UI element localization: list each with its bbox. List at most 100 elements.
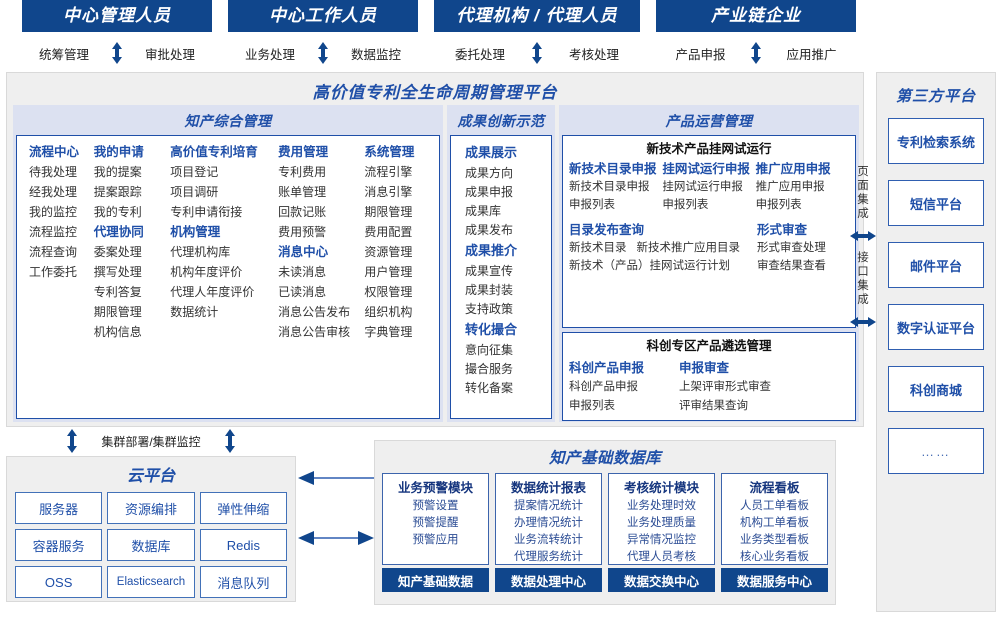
database-card-item[interactable]: 办理情况统计 <box>514 517 583 529</box>
menu-link[interactable]: 成果申报 <box>465 185 514 199</box>
menu-link[interactable]: 资源管理 <box>364 245 413 259</box>
menu-link[interactable]: 成果封装 <box>465 283 514 297</box>
database-card-item[interactable]: 业务处理质量 <box>627 517 696 529</box>
menu-link[interactable]: 期限管理 <box>93 305 142 319</box>
cloud-cell[interactable]: 消息队列 <box>199 566 287 598</box>
menu-link[interactable]: 项目调研 <box>170 185 219 199</box>
menu-link[interactable]: 组织机构 <box>364 305 413 319</box>
menu-link[interactable]: 提案跟踪 <box>93 185 142 199</box>
menu-link[interactable]: 新技术目录 <box>569 242 627 254</box>
cloud-cell[interactable]: 资源编排 <box>107 492 195 524</box>
database-card-item[interactable]: 核心业务看板 <box>740 551 809 563</box>
menu-link[interactable]: 新技术（产品）挂网试运行计划 <box>569 260 730 272</box>
menu-link[interactable]: 挂网试运行申报 <box>662 181 743 193</box>
menu-link[interactable]: 消息公告审核 <box>278 325 351 339</box>
menu-link[interactable]: 待我处理 <box>29 165 78 179</box>
menu-link[interactable]: 流程查询 <box>29 245 78 259</box>
menu-link[interactable]: 已读消息 <box>278 285 327 299</box>
menu-link[interactable]: 消息公告发布 <box>278 305 351 319</box>
database-card-item[interactable]: 预警应用 <box>412 534 459 546</box>
menu-link[interactable]: 上架评审形式审查 <box>679 381 771 393</box>
menu-link[interactable]: 推广应用申报 <box>755 181 825 193</box>
third-party-item[interactable]: 数字认证平台 <box>888 304 984 350</box>
cloud-cell[interactable]: Elasticsearch <box>107 566 195 598</box>
menu-link[interactable]: 机构信息 <box>93 325 142 339</box>
menu-link[interactable]: 审查结果查看 <box>756 260 826 272</box>
menu-link[interactable]: 意向征集 <box>465 343 514 357</box>
menu-column: 高价值专利培育 项目登记 项目调研 专利申请衔接 机构管理 代理机构库 机构年度… <box>170 142 278 412</box>
menu-link[interactable]: 工作委托 <box>29 265 78 279</box>
menu-link[interactable]: 我的监控 <box>29 205 78 219</box>
menu-link[interactable]: 代理人年度评价 <box>170 285 255 299</box>
section-title: 知产综合管理 <box>184 113 272 129</box>
database-card-item[interactable]: 预警提醒 <box>412 517 459 529</box>
database-footer[interactable]: 知产基础数据 <box>382 568 489 592</box>
menu-link[interactable]: 消息引擎 <box>364 185 413 199</box>
menu-link[interactable]: 经我处理 <box>29 185 78 199</box>
database-footer[interactable]: 数据处理中心 <box>495 568 602 592</box>
menu-link[interactable]: 数据统计 <box>170 305 219 319</box>
menu-link[interactable]: 专利申请衔接 <box>170 205 243 219</box>
menu-link[interactable]: 权限管理 <box>364 285 413 299</box>
cloud-cell[interactable]: 数据库 <box>107 529 195 561</box>
menu-link[interactable]: 专利费用 <box>278 165 327 179</box>
menu-link[interactable]: 科创产品申报 <box>569 381 638 393</box>
database-card-item[interactable]: 异常情况监控 <box>627 534 696 546</box>
menu-link[interactable]: 未读消息 <box>278 265 327 279</box>
menu-link[interactable]: 转化备案 <box>465 381 514 395</box>
menu-link[interactable]: 撰写处理 <box>93 265 142 279</box>
menu-link[interactable]: 评审结果查询 <box>679 400 748 412</box>
cloud-cell[interactable]: 容器服务 <box>15 529 103 561</box>
third-party-item[interactable]: 专利检索系统 <box>888 118 984 164</box>
menu-link[interactable]: 代理机构库 <box>170 245 231 259</box>
cloud-cell[interactable]: Redis <box>199 529 287 561</box>
menu-link[interactable]: 新技术推广应用目录 <box>636 242 741 254</box>
third-party-item[interactable]: 邮件平台 <box>888 242 984 288</box>
database-card-item[interactable]: 预警设置 <box>412 500 459 512</box>
cloud-cell[interactable]: 弹性伸缩 <box>199 492 287 524</box>
menu-link[interactable]: 申报列表 <box>755 199 802 211</box>
menu-link[interactable]: 我的提案 <box>93 165 142 179</box>
menu-link[interactable]: 支持政策 <box>465 302 514 316</box>
menu-link[interactable]: 新技术目录申报 <box>569 181 650 193</box>
third-party-item[interactable]: 短信平台 <box>888 180 984 226</box>
database-card-item[interactable]: 业务类型看板 <box>740 534 809 546</box>
menu-link[interactable]: 项目登记 <box>170 165 219 179</box>
database-footer[interactable]: 数据服务中心 <box>721 568 828 592</box>
menu-link[interactable]: 成果宣传 <box>465 264 514 278</box>
database-card-item[interactable]: 业务流转统计 <box>514 534 583 546</box>
menu-link[interactable]: 流程引擎 <box>364 165 413 179</box>
menu-link[interactable]: 申报列表 <box>662 199 709 211</box>
menu-link[interactable]: 成果发布 <box>465 223 514 237</box>
database-card-item[interactable]: 机构工单看板 <box>740 517 809 529</box>
menu-link[interactable]: 申报列表 <box>569 400 615 412</box>
menu-link[interactable]: 流程监控 <box>29 225 78 239</box>
menu-link[interactable]: 字典管理 <box>364 325 413 339</box>
database-card-item[interactable]: 提案情况统计 <box>514 500 583 512</box>
menu-link[interactable]: 费用预警 <box>278 225 327 239</box>
menu-link[interactable]: 用户管理 <box>364 265 413 279</box>
menu-link[interactable]: 机构年度评价 <box>170 265 243 279</box>
database-card-item[interactable]: 业务处理时效 <box>627 500 696 512</box>
menu-link[interactable]: 形式审查处理 <box>756 242 826 254</box>
database-card-item[interactable]: 代理人员考核 <box>627 551 696 563</box>
database-footer[interactable]: 数据交换中心 <box>608 568 715 592</box>
cloud-cell[interactable]: 服务器 <box>15 492 103 524</box>
menu-link[interactable]: 回款记账 <box>278 205 327 219</box>
database-column: 考核统计模块 业务处理时效 业务处理质量 异常情况监控 代理人员考核 数据交换中… <box>608 473 715 592</box>
third-party-item[interactable]: 科创商城 <box>888 366 984 412</box>
menu-link[interactable]: 委案处理 <box>93 245 142 259</box>
menu-link[interactable]: 账单管理 <box>278 185 327 199</box>
menu-link[interactable]: 费用配置 <box>364 225 413 239</box>
menu-link[interactable]: 期限管理 <box>364 205 413 219</box>
database-card-item[interactable]: 代理服务统计 <box>514 551 583 563</box>
menu-link[interactable]: 成果方向 <box>465 166 514 180</box>
menu-link[interactable]: 成果库 <box>465 204 502 218</box>
menu-link[interactable]: 我的专利 <box>93 205 142 219</box>
cloud-cell[interactable]: OSS <box>15 566 103 598</box>
menu-link[interactable]: 撮合服务 <box>465 362 514 376</box>
database-card-item[interactable]: 人员工单看板 <box>740 500 809 512</box>
menu-link[interactable]: 申报列表 <box>569 199 615 211</box>
menu-link[interactable]: 专利答复 <box>93 285 142 299</box>
third-party-item-more[interactable]: …… <box>888 428 984 474</box>
